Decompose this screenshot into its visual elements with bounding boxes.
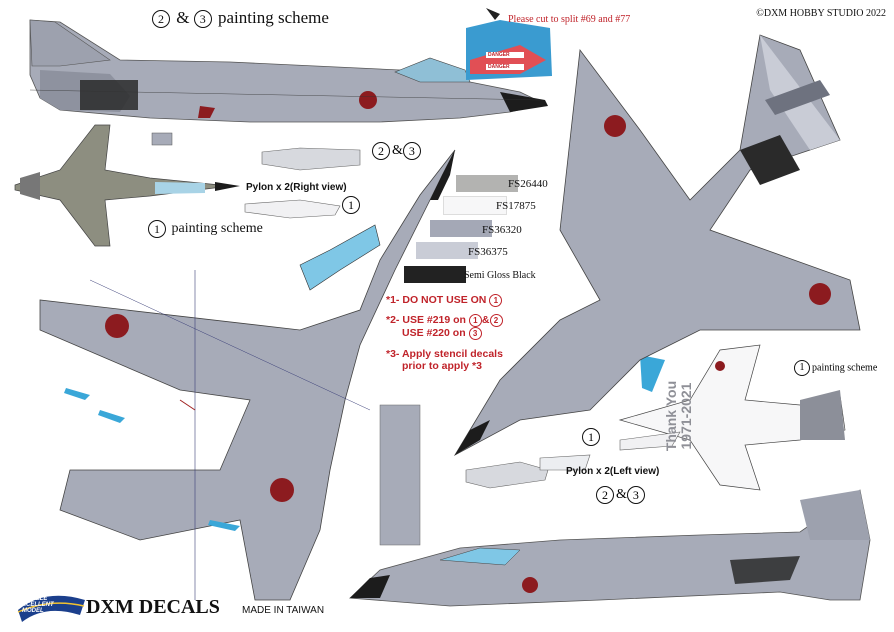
made-in-text: MADE IN TAIWAN bbox=[242, 605, 325, 616]
pylon-right-single-decal bbox=[244, 199, 341, 219]
pylon-left-label: Pylon x 2(Left view) bbox=[566, 466, 660, 477]
note-line2: prior to apply *3 bbox=[402, 360, 482, 372]
danger-label: DANGER bbox=[488, 52, 510, 58]
scheme-circle: 1 bbox=[148, 220, 166, 238]
note-circle: 1 bbox=[489, 294, 503, 307]
brand-name: DXM DECALS bbox=[86, 596, 220, 618]
cut-note: Please cut to split #69 and #77 bbox=[508, 14, 631, 25]
scheme-circle: 1 bbox=[794, 360, 810, 376]
pylon-left-pair-caption: 2&3 bbox=[596, 486, 647, 504]
copyright-text: ©DXM HOBBY STUDIO 2022 bbox=[756, 8, 886, 19]
pylon-right-label: Pylon x 2(Right view) bbox=[246, 182, 347, 193]
logo-badge-top: DOUBLE bbox=[22, 596, 48, 602]
thank-you-line1: Thank You bbox=[663, 380, 679, 452]
note-circle: 3 bbox=[468, 327, 482, 340]
note-text: Apply stencil decals bbox=[401, 348, 503, 360]
scheme-circle: 2 bbox=[372, 142, 390, 160]
dxm-logo-badge bbox=[17, 595, 85, 622]
pylon-right-circle: 1 bbox=[342, 196, 362, 215]
note-1: *1- DO NOT USE ON 1 bbox=[386, 294, 503, 307]
scheme-circle: 2 bbox=[152, 10, 170, 29]
small-part-decal bbox=[151, 132, 173, 146]
scheme-top-title: 2 & 3 painting scheme bbox=[152, 8, 329, 29]
scheme1-underside-aircraft bbox=[618, 344, 846, 491]
thank-you-years: 1971-2021 bbox=[678, 382, 694, 450]
scheme-amp: & bbox=[392, 143, 403, 159]
note-id: *2- bbox=[386, 314, 400, 326]
scheme-circle: 3 bbox=[626, 486, 645, 504]
swatch-fs26440 bbox=[456, 175, 518, 192]
top-side-view-aircraft bbox=[29, 19, 548, 123]
blue-part-decal bbox=[98, 410, 125, 423]
scheme-left-title: 1 painting scheme bbox=[148, 220, 263, 238]
danger-label: DANGER bbox=[488, 64, 510, 70]
scheme-title-text: painting scheme bbox=[812, 362, 878, 374]
main-top-view-aircraft bbox=[39, 149, 456, 601]
note-text: DO NOT USE ON bbox=[402, 294, 487, 306]
swatch-label: FS17875 bbox=[496, 200, 536, 212]
swatch-fs17875 bbox=[443, 196, 507, 215]
pylon-left-single-decal bbox=[539, 454, 591, 471]
logo-badge-bot: MODEL bbox=[22, 608, 44, 614]
scheme1-top-view-aircraft bbox=[14, 124, 240, 247]
pylon-left-scheme1-decal bbox=[619, 431, 681, 451]
scheme-title-text: painting scheme bbox=[217, 8, 329, 27]
pylon-left-pair-decal bbox=[465, 461, 549, 489]
scheme-title-text: painting scheme bbox=[171, 221, 263, 237]
swatch-fs36320 bbox=[430, 220, 492, 237]
thank-you-text: Thank You 1971-2021 bbox=[663, 376, 694, 456]
scheme-circle: 3 bbox=[402, 142, 421, 160]
swatch-label: FS36375 bbox=[468, 246, 508, 258]
logo-badge-text: DOUBLE XCELLENT MODEL bbox=[22, 596, 54, 614]
scheme-circle: 3 bbox=[193, 10, 212, 29]
note-2: *2- USE #219 on 1&2 USE #220 on 3 bbox=[386, 314, 503, 340]
blue-part-decal bbox=[208, 520, 240, 531]
swatch-label: FS26440 bbox=[508, 178, 548, 190]
note-circle: 2 bbox=[489, 314, 503, 327]
pylon-right-pair-caption: 2&3 bbox=[372, 142, 423, 160]
swatch-fs36375 bbox=[416, 242, 478, 259]
blue-part-decal bbox=[64, 388, 90, 400]
scheme-circle: 1 bbox=[342, 196, 360, 215]
note-circle: 1 bbox=[468, 314, 482, 327]
scheme-circle: 2 bbox=[596, 486, 614, 504]
scheme-circle: 1 bbox=[582, 428, 600, 447]
note-text: USE #219 on bbox=[402, 314, 466, 326]
blue-part-decal bbox=[640, 355, 665, 392]
bottom-view-aircraft bbox=[453, 34, 861, 457]
pylon-right-pair-decal bbox=[261, 147, 361, 171]
bottom-side-view-aircraft bbox=[349, 489, 871, 607]
swatch-label: FS36320 bbox=[482, 224, 522, 236]
logo-badge-mid: XCELLENT bbox=[22, 602, 54, 608]
note-id: *1- bbox=[386, 294, 400, 306]
scheme-amp: & bbox=[176, 8, 190, 27]
swatch-label: Semi Gloss Black bbox=[464, 270, 536, 281]
swatch-semi-gloss-black bbox=[404, 266, 466, 283]
stencil-strip-decal bbox=[379, 404, 421, 546]
note-line2: USE #220 on bbox=[402, 327, 466, 339]
note-id: *3- bbox=[386, 348, 400, 360]
cut-diagram bbox=[466, 8, 552, 80]
scheme-amp: & bbox=[616, 487, 627, 503]
note-3: *3- Apply stencil decals prior to apply … bbox=[386, 348, 503, 372]
pylon-left-circle: 1 bbox=[582, 428, 602, 447]
